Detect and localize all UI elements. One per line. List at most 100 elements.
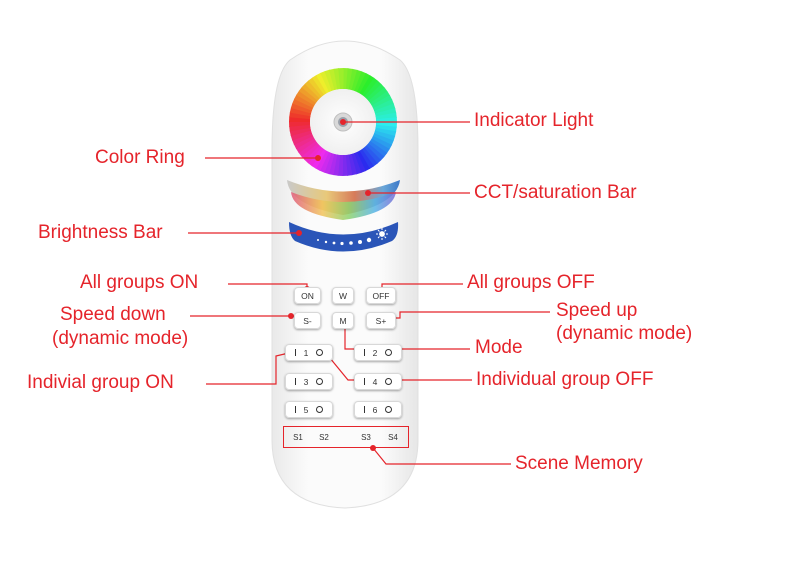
speed-up-button[interactable]: S+ bbox=[366, 312, 396, 329]
label-scene-memory: Scene Memory bbox=[515, 453, 643, 474]
scene-2-button[interactable]: S2 bbox=[319, 432, 329, 442]
color-ring-segment bbox=[356, 150, 370, 172]
color-ring-segment bbox=[289, 121, 311, 127]
off-mark-icon bbox=[316, 406, 324, 413]
scene-1-button[interactable]: S1 bbox=[293, 432, 303, 442]
all-off-button[interactable]: OFF bbox=[366, 287, 396, 304]
group-number: 3 bbox=[303, 376, 309, 387]
color-ring-segment bbox=[329, 68, 338, 91]
color-ring-segment bbox=[363, 145, 382, 164]
group-number: 2 bbox=[372, 347, 378, 358]
label-cct-bar: CCT/saturation Bar bbox=[474, 182, 637, 203]
label-speed-down-mode: (dynamic mode) bbox=[52, 328, 189, 349]
color-ring-segment bbox=[369, 138, 390, 154]
color-ring-segment bbox=[372, 133, 394, 146]
color-ring-segment bbox=[371, 135, 392, 150]
group-5-button[interactable]: 5 bbox=[285, 401, 333, 418]
on-mark-icon bbox=[363, 349, 365, 356]
off-mark-icon bbox=[316, 378, 324, 385]
cct-saturation-bar-lower bbox=[291, 192, 396, 220]
label-speed-up: Speed up bbox=[556, 300, 638, 321]
scene-4-button[interactable]: S4 bbox=[388, 432, 398, 442]
color-ring-segment bbox=[364, 80, 382, 99]
color-ring-segment bbox=[348, 153, 357, 176]
color-ring-segment bbox=[374, 127, 397, 137]
color-ring-segment bbox=[342, 154, 348, 176]
group-1-button[interactable]: 1 bbox=[285, 344, 333, 361]
color-ring-segment bbox=[359, 75, 375, 96]
color-ring-segment bbox=[361, 77, 379, 97]
color-ring[interactable] bbox=[289, 68, 397, 176]
label-group-off: Individual group OFF bbox=[476, 369, 654, 390]
label-speed-down: Speed down bbox=[60, 304, 166, 325]
color-ring-segment bbox=[289, 127, 312, 136]
color-ring-segment bbox=[312, 74, 327, 95]
all-on-button[interactable]: ON bbox=[294, 287, 321, 304]
color-ring-segment bbox=[304, 80, 323, 99]
color-ring-segment bbox=[316, 72, 330, 94]
on-mark-icon bbox=[363, 378, 365, 385]
leader-group-on bbox=[206, 351, 294, 385]
color-ring-segment bbox=[332, 154, 341, 176]
scene-3-button[interactable]: S3 bbox=[361, 432, 371, 442]
color-ring-segment bbox=[292, 132, 314, 145]
color-ring-segment bbox=[345, 68, 354, 90]
group-6-button[interactable]: 6 bbox=[354, 401, 402, 418]
leader-group-off bbox=[324, 351, 472, 381]
label-speed-up-mode: (dynamic mode) bbox=[556, 323, 693, 344]
leader-lines bbox=[188, 121, 550, 465]
scene-memory-frame bbox=[283, 426, 409, 448]
color-ring-segment bbox=[289, 107, 312, 117]
color-ring-segment bbox=[323, 152, 335, 175]
color-ring-segment bbox=[351, 153, 362, 175]
label-group-on: Indivial group ON bbox=[27, 372, 174, 393]
color-ring-segment bbox=[293, 135, 315, 149]
color-ring-segment bbox=[298, 86, 318, 104]
color-ring-segment bbox=[361, 147, 378, 167]
group-3-button[interactable]: 3 bbox=[285, 373, 333, 390]
color-ring-segment bbox=[371, 95, 393, 109]
leader-mode bbox=[344, 324, 470, 350]
label-all-groups-off: All groups OFF bbox=[467, 272, 595, 293]
color-ring-segment bbox=[343, 68, 349, 90]
color-ring-segment bbox=[338, 68, 344, 90]
color-ring-segment bbox=[366, 143, 385, 161]
color-ring-segment bbox=[359, 149, 374, 170]
label-mode: Mode bbox=[475, 337, 523, 358]
on-mark-icon bbox=[294, 406, 296, 413]
color-ring-segment bbox=[354, 71, 367, 93]
color-ring-segment bbox=[289, 111, 311, 120]
sun-icon bbox=[376, 228, 388, 240]
leader-scene bbox=[372, 447, 511, 465]
color-ring-segment bbox=[319, 151, 332, 173]
color-ring-segment bbox=[375, 122, 397, 128]
off-mark-icon bbox=[316, 349, 324, 356]
off-mark-icon bbox=[385, 349, 393, 356]
color-ring-segment bbox=[295, 138, 316, 153]
color-ring-segment bbox=[304, 145, 322, 164]
color-ring-segment bbox=[294, 94, 315, 109]
white-button[interactable]: W bbox=[332, 287, 354, 304]
group-number: 6 bbox=[372, 404, 378, 415]
label-color-ring: Color Ring bbox=[95, 147, 185, 168]
group-2-button[interactable]: 2 bbox=[354, 344, 402, 361]
mode-button[interactable]: M bbox=[332, 312, 354, 329]
speed-down-button[interactable]: S- bbox=[294, 312, 321, 329]
brightness-bar[interactable] bbox=[289, 222, 399, 252]
color-ring-segment bbox=[337, 154, 343, 176]
color-ring-segment bbox=[356, 73, 371, 94]
color-ring-segment bbox=[290, 130, 312, 141]
group-number: 4 bbox=[372, 376, 378, 387]
color-ring-segment bbox=[348, 68, 358, 91]
label-all-groups-on: All groups ON bbox=[80, 272, 199, 293]
color-ring-segment bbox=[324, 69, 335, 91]
color-ring-segment bbox=[308, 77, 325, 97]
color-ring-segment bbox=[292, 98, 314, 111]
group-4-button[interactable]: 4 bbox=[354, 373, 402, 390]
on-mark-icon bbox=[294, 349, 296, 356]
color-ring-segment bbox=[351, 69, 363, 92]
label-indicator-light: Indicator Light bbox=[474, 110, 594, 131]
color-ring-segment bbox=[298, 140, 318, 157]
color-ring-segment bbox=[374, 108, 397, 117]
